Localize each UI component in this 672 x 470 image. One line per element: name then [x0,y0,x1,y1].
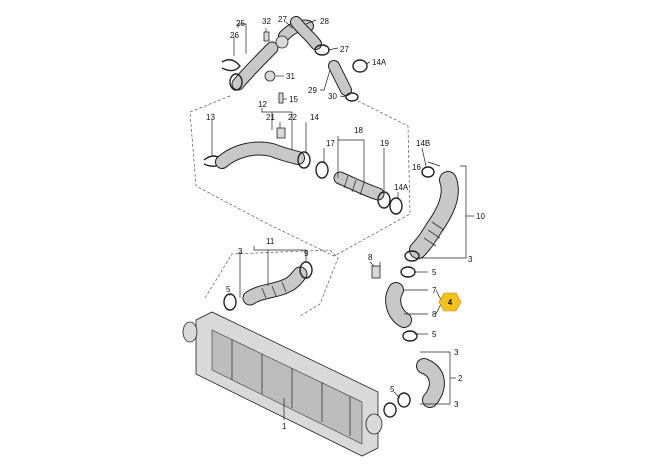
callout-17: 17 [326,139,335,148]
callout-28: 28 [320,17,329,26]
callout-22: 22 [288,113,297,122]
callout-1: 1 [282,422,287,431]
callout-14A-top: 14A [372,58,387,67]
callout-5-right: 5 [432,268,437,277]
callout-21: 21 [266,113,275,122]
callout-8-right: 8 [432,310,437,319]
sensor-part [371,265,381,279]
callout-5-bottom: 5 [390,385,395,394]
callout-5-lower: 5 [432,330,437,339]
callout-3-left: 3 [238,247,243,256]
callout-26: 26 [230,31,239,40]
callout-27: 27 [278,15,287,24]
callout-8-upper: 8 [368,253,373,262]
callout-32: 32 [262,17,271,26]
callout-30: 30 [328,92,337,101]
callout-16: 16 [412,163,421,172]
group-outline-lower [204,249,339,317]
callout-3-lower-top: 3 [454,348,459,357]
right-lower-hose [383,358,445,418]
callout-numbers: 25 26 32 27 28 27 14A 31 29 30 15 12 13 … [206,15,485,431]
highlight-badge [438,292,462,312]
callout-13: 13 [206,113,215,122]
callout-4-highlight[interactable]: 4 [438,292,462,312]
right-middle-parts [371,265,418,342]
right-upper-hose [404,166,459,262]
group-outline-upper [189,95,411,257]
callout-4: 4 [448,298,453,307]
callout-14A-mid: 14A [394,183,409,192]
callout-10: 10 [476,212,485,221]
callout-3-upper-right: 3 [468,255,473,264]
callout-7: 7 [432,286,437,295]
callout-9: 9 [304,249,309,258]
middle-cluster [203,127,403,215]
callout-18: 18 [354,126,363,135]
pipe-end-ring [229,73,243,91]
top-cluster [221,16,368,104]
left-lower-hose [223,261,313,311]
callout-29: 29 [308,86,317,95]
callout-15: 15 [289,95,298,104]
callout-5-left: 5 [226,285,231,294]
callout-12: 12 [258,100,267,109]
callout-25: 25 [236,19,245,28]
callout-19: 19 [380,139,389,148]
callout-31: 31 [286,72,295,81]
intercooler [182,311,383,457]
callout-14B: 14B [416,139,430,148]
leader-lines [211,19,474,420]
callout-27b: 27 [340,45,349,54]
callout-11: 11 [266,237,275,246]
callout-2: 2 [458,374,463,383]
callout-3-lower-bottom: 3 [454,400,459,409]
callout-14-mid: 14 [310,113,319,122]
